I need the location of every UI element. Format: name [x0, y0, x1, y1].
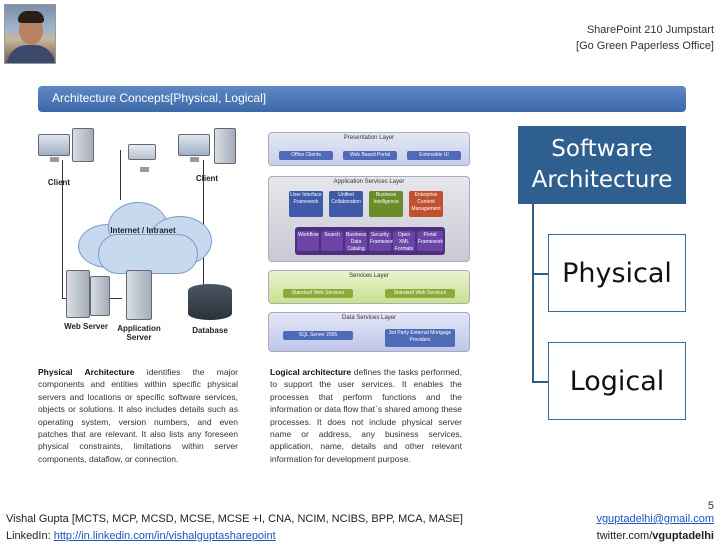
application-services-layer: Application Services Layer User Interfac… — [268, 176, 470, 262]
network-line — [62, 160, 63, 298]
desktop-tower-icon — [72, 128, 94, 162]
linkedin-line: LinkedIn: http://in.linkedin.com/in/vish… — [6, 528, 463, 545]
app-server-icon — [126, 270, 152, 320]
security-framework-chip: Security Framework — [369, 231, 395, 251]
collaboration-chip: Unified Collaboration — [329, 191, 363, 217]
physical-term: Physical Architecture — [38, 367, 135, 377]
footer-contact: vguptadelhi@gmail.com twitter.com/vgupta… — [596, 511, 714, 545]
office-clients-chip: Office Clients — [279, 151, 333, 160]
email-link[interactable]: vguptadelhi@gmail.com — [596, 513, 714, 525]
network-line — [120, 150, 121, 200]
open-xml-chip: Open XML Formats — [393, 231, 415, 252]
avatar-hair — [18, 11, 44, 23]
database-icon — [188, 284, 232, 320]
app-services-layer-title: Application Services Layer — [333, 179, 405, 185]
section-title: Architecture Concepts[Physical, Logical] — [52, 91, 267, 105]
physical-architecture-diagram: Client Client Internet / Intranet Web Se… — [28, 120, 260, 356]
twitter-handle: vguptadelhi — [652, 530, 714, 542]
third-party-chip: 3rd Party External Mortgage Providers — [385, 329, 455, 347]
business-intelligence-chip: Business Intelligence — [369, 191, 403, 217]
slide-header: SharePoint 210 Jumpstart [Go Green Paper… — [576, 22, 714, 54]
search-chip: Search — [321, 231, 343, 251]
physical-description: Physical Architecture identifies the maj… — [38, 366, 238, 465]
desktop-icon — [178, 134, 210, 162]
app-server-label: Application Server — [117, 324, 161, 342]
logical-description: Logical architecture defines the tasks p… — [270, 366, 462, 465]
hierarchy-connector — [532, 273, 548, 275]
data-services-layer: Data Services Layer SQL Server 2005 3rd … — [268, 312, 470, 352]
enterprise-content-chip: Enterprise Content Management — [409, 191, 443, 217]
laptop-icon — [128, 144, 156, 172]
header-line-1: SharePoint 210 Jumpstart — [586, 24, 714, 36]
data-services-layer-title: Data Services Layer — [341, 315, 397, 321]
twitter-line: twitter.com/vguptadelhi — [596, 528, 714, 545]
hierarchy-connector — [532, 204, 534, 382]
avatar-shirt — [7, 45, 55, 63]
presentation-layer-title: Presentation Layer — [343, 135, 395, 141]
ui-framework-chip: User Interface Framework — [289, 191, 323, 217]
client-left-label: Client — [47, 178, 71, 187]
services-layer-title: Services Layer — [349, 273, 389, 279]
header-line-2: [Go Green Paperless Office] — [576, 40, 714, 52]
extensible-ui-chip: Extensible UI — [407, 151, 461, 160]
client-right-label: Client — [195, 174, 219, 183]
logical-body: defines the tasks performed, to support … — [270, 367, 462, 464]
sql-server-chip: SQL Server 2005 — [283, 331, 353, 340]
database-label: Database — [192, 326, 228, 335]
standard-web-services-chip: Standard Web Services — [283, 289, 353, 298]
footer-author: Vishal Gupta [MCTS, MCP, MCSD, MCSE, MCS… — [6, 511, 463, 545]
desktop-icon — [38, 134, 70, 162]
page-number: 5 — [707, 500, 714, 512]
standard-web-services-chip-2: Standard Web Services — [385, 289, 455, 298]
logical-term: Logical architecture — [270, 367, 352, 377]
linkedin-label: LinkedIn: — [6, 530, 54, 542]
business-data-catalog-chip: Business Data Catalog — [345, 231, 367, 252]
web-server-label: Web Server — [64, 322, 108, 331]
physical-box: Physical — [548, 234, 686, 312]
web-server-icon — [90, 276, 110, 316]
twitter-prefix: twitter.com/ — [596, 530, 653, 542]
services-layer: Services Layer Standard Web Services Sta… — [268, 270, 470, 304]
software-architecture-box: Software Architecture — [518, 126, 686, 204]
web-server-icon — [66, 270, 90, 318]
section-title-bar: Architecture Concepts[Physical, Logical] — [38, 86, 686, 112]
physical-body: identifies the major components and enti… — [38, 367, 238, 464]
web-portal-chip: Web Based Portal — [343, 151, 397, 160]
author-credentials: Vishal Gupta [MCTS, MCP, MCSD, MCSE, MCS… — [6, 513, 463, 525]
portal-framework-chip: Portal Framework — [417, 231, 443, 251]
workflow-chip: Workflow — [297, 231, 319, 251]
cloud-label: Internet / Intranet — [110, 226, 176, 235]
desktop-tower-icon — [214, 128, 236, 164]
avatar — [4, 4, 56, 64]
presentation-layer: Presentation Layer Office Clients Web Ba… — [268, 132, 470, 166]
hierarchy-connector — [532, 381, 548, 383]
logical-box: Logical — [548, 342, 686, 420]
cloud-icon — [68, 198, 218, 278]
linkedin-link[interactable]: http://in.linkedin.com/in/vishalguptasha… — [53, 530, 276, 542]
logical-architecture-diagram: Presentation Layer Office Clients Web Ba… — [268, 124, 470, 356]
